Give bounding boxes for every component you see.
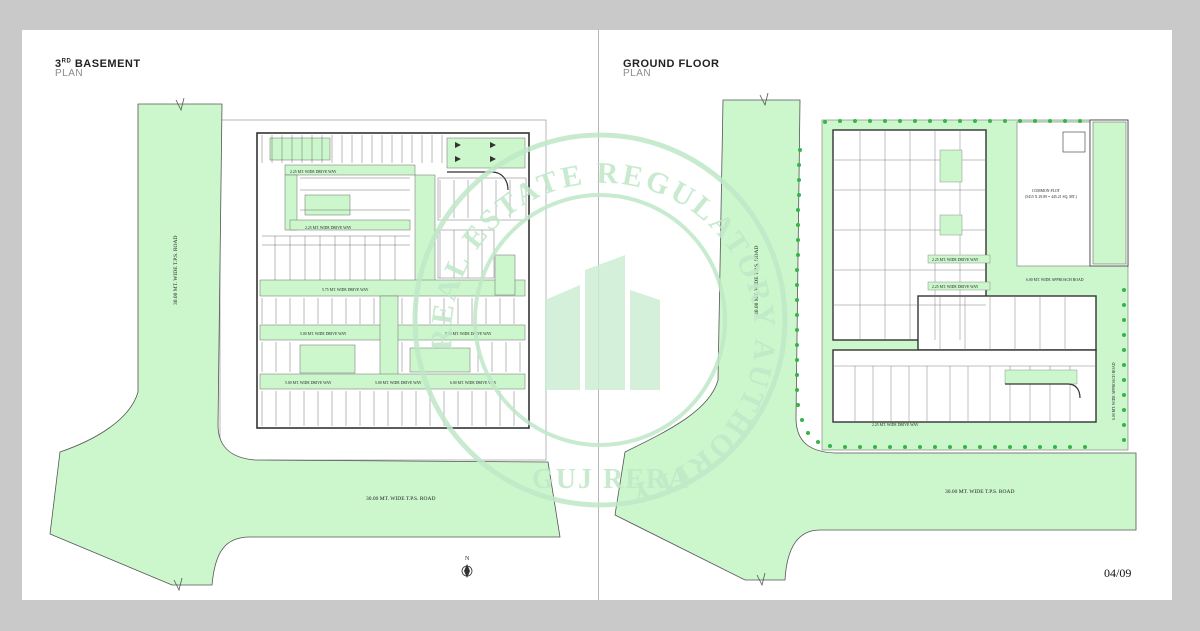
watermark-inner-ring [473,193,727,447]
left-driveway [289,219,411,231]
tree-row [795,119,1126,449]
left-driveway [284,164,416,176]
left-road-vertical-label: 30.00 MT. WIDE T.P.S. ROAD [173,236,179,305]
right-core [939,149,963,183]
right-driveway [927,254,991,264]
right-road [614,99,1137,581]
north-label: N [465,556,470,562]
left-drive-label: 2.25 MT. WIDE DRIVE WAY [290,170,337,174]
right-unit-partitions [833,130,1096,422]
left-parking-stalls [261,135,527,426]
right-plan: 2.25 MT. WIDE DRIVE WAY 2.25 MT. WIDE DR… [614,92,1137,587]
left-driveway [494,254,516,296]
left-drive-label: 5.00 MT. WIDE DRIVE WAY [445,332,492,336]
left-road-break-mark [173,577,183,592]
right-drive-label: 2.25 MT. WIDE DRIVE WAY [932,258,979,262]
right-ramp [1092,121,1127,265]
left-core [304,194,351,216]
right-core [939,214,963,236]
right-road-vertical-label: 30.00 MT. WIDE T.P.S. ROAD [754,246,760,315]
right-ramp-curve [1005,383,1081,399]
left-drive-label: 6.00 MT. WIDE DRIVE WAY [450,381,497,385]
left-road-break-mark [175,97,185,112]
right-drive-label: 2.25 MT. WIDE DRIVE WAY [872,423,919,427]
watermark-outer-ring [412,132,788,508]
left-driveway [259,279,526,297]
right-utility-box [1062,131,1086,153]
left-driveway [379,295,399,377]
left-drive-label: 5.75 MT. WIDE DRIVE WAY [322,288,369,292]
right-building-south [832,349,1097,423]
left-driveway [259,373,526,390]
right-road-break-mark [756,572,766,587]
right-building-middle [917,295,1097,351]
common-plot-area: (5415 X 29.89 = 445.21 SQ. MT.) [1025,195,1078,199]
left-road-horizontal-label: 30.00 MT. WIDE T.P.S. ROAD [366,496,435,502]
page-number: 04/09 [1104,566,1132,580]
left-drive-label: 5.00 MT. WIDE DRIVE WAY [375,381,422,385]
left-plan: 2.25 MT. WIDE DRIVE WAY 2.25 MT. WIDE DR… [49,97,561,592]
right-drive-label: 2.25 MT. WIDE DRIVE WAY [932,285,979,289]
left-drive-label: 5.00 MT. WIDE DRIVE WAY [285,381,332,385]
watermark-bottom-text: GUJ RERA [532,464,690,495]
right-road-break-mark [759,92,769,107]
left-core [299,344,356,374]
left-plan-subtitle: PLAN [55,68,84,79]
left-ramp [446,137,526,169]
right-plan-title: GROUND FLOOR [623,58,720,70]
left-driveway [414,174,436,286]
right-ramp-south [1004,369,1078,385]
north-arrow: N [461,556,473,578]
watermark-building-glyph [545,255,660,390]
approach-road-vertical-label: 6.00 MT. WIDE APPROACH ROAD [1112,362,1116,420]
right-driveway [927,281,991,291]
right-road-horizontal-label: 30.00 MT. WIDE T.P.S. ROAD [945,489,1014,495]
right-plan-subtitle: PLAN [623,68,652,79]
approach-road-label: 6.00 MT. WIDE APPROACH ROAD [1026,278,1084,282]
left-drive-label: 2.25 MT. WIDE DRIVE WAY [305,226,352,230]
left-arrows [455,142,496,162]
left-ramp [269,137,331,161]
common-plot-label: COMMON PLOT [1032,189,1061,193]
left-road [49,103,561,586]
left-drive-label: 5.00 MT. WIDE DRIVE WAY [300,332,347,336]
left-plan-title: 3RD BASEMENT [55,58,141,70]
